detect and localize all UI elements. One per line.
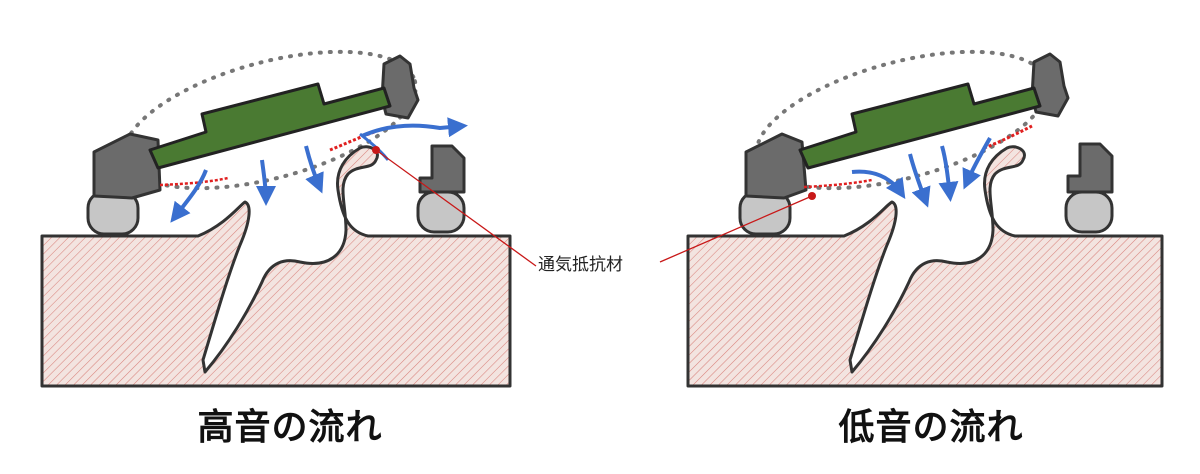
leader-dot-left <box>372 146 380 154</box>
right-resist-material-a <box>803 178 873 189</box>
right-right-clamp <box>1066 142 1114 194</box>
left-resist-material-a <box>159 176 229 187</box>
right-flow-arrow-3 <box>938 145 959 202</box>
leader-dot-right <box>808 192 816 200</box>
left-resist-material-b <box>329 128 381 152</box>
right-pcb-board <box>798 82 1042 170</box>
callout-label: 通気抵抗材 <box>538 255 623 275</box>
right-right-cushion-pad <box>1064 190 1114 234</box>
left-panel <box>40 49 512 388</box>
left-flow-arrow-4 <box>361 117 468 138</box>
left-flow-arrow-3 <box>304 145 324 194</box>
caption-treble-flow: 高音の流れ <box>197 407 383 448</box>
left-right-cushion-pad <box>416 190 466 234</box>
left-right-clamp <box>418 144 466 194</box>
left-clamp <box>92 132 162 200</box>
left-pcb-board <box>148 82 392 170</box>
caption-bass-flow: 低音の流れ <box>838 407 1024 448</box>
left-flow-arrow-2 <box>255 159 276 206</box>
right-flow-arrow-1 <box>851 169 906 199</box>
right-flow-arrow-4 <box>962 137 992 190</box>
left-flow-arrow-1 <box>170 169 208 223</box>
right-resist-material-b <box>983 124 1033 150</box>
right-clamp <box>744 132 808 200</box>
right-flow-arrow-2 <box>908 153 931 208</box>
leader-line-left <box>375 149 537 267</box>
left-top-clamp <box>380 54 420 120</box>
right-panel <box>686 49 1164 388</box>
callout-leaders <box>372 146 816 267</box>
leader-line-right <box>659 195 813 263</box>
left-ear-base <box>40 145 512 388</box>
right-ear-base <box>686 145 1164 388</box>
